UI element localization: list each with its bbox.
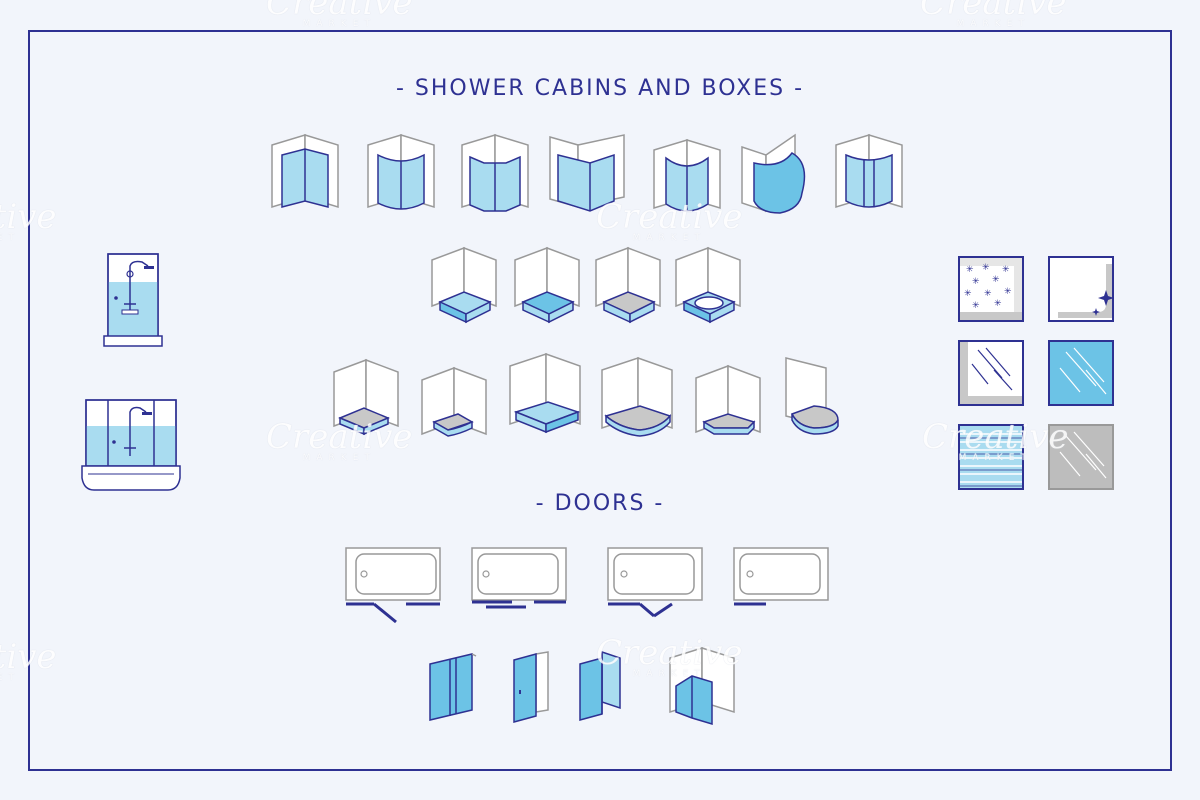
watermark-brand: Creative [920,0,1067,23]
pentagon-tray-icon [695,364,761,435]
bathtub-swing-door-icon [345,547,441,624]
frosted-star-glass-icon: ✳✳✳ ✳✳ ✳✳✳ ✳✳ [958,256,1024,322]
hinged-door-icon [513,651,549,723]
wide-cabin-icon [549,134,625,212]
svg-text:✳: ✳ [984,289,992,299]
watermark-sub: MARKET [0,233,20,243]
folding-door-icon [669,646,735,726]
round-tray-icon [785,357,839,435]
flat-tray-icon [595,246,661,324]
svg-text:✳: ✳ [992,275,1000,285]
square-deep-tray-icon [431,246,497,324]
grey-glass-icon [1048,424,1114,490]
watermark-sub: MARKET [632,233,706,243]
watermark-brand: Creative [0,637,57,677]
svg-text:✳: ✳ [1004,287,1012,297]
steam-shower-cabin-icon [103,253,163,347]
svg-text:✳: ✳ [1002,265,1010,275]
section-title-doors: - DOORS - [535,491,665,516]
sliding-door-icon [429,653,477,721]
watermark-brand: Creative [0,197,57,237]
curved-panel-cabin-icon [741,133,806,214]
svg-text:✳: ✳ [994,299,1002,309]
angled-cabin-icon [461,133,529,212]
round-drain-tray-icon [675,246,741,324]
square-low-tray-icon [421,366,487,437]
bathtub-fixed-panel-icon [733,547,829,606]
tinted-blue-glass-icon [1048,340,1114,406]
svg-text:✳: ✳ [966,265,974,275]
watermark-brand: Creative [596,197,743,237]
watermark-brand: Creative [266,417,413,457]
neo-angle-cabin-icon [835,133,903,209]
long-tray-icon [509,352,581,434]
watermark-sub: MARKET [302,453,376,463]
striped-glass-icon [958,424,1024,490]
watermark-brand: Creative [596,633,743,673]
watermark-sub: MARKET [632,669,706,679]
border-frame [28,30,1172,771]
corner-cabin-icon [271,133,339,209]
watermark-sub: MARKET [958,453,1032,463]
watermark-sub: MARKET [0,673,20,683]
bathtub-sliding-door-icon [471,547,567,609]
clear-glass-icon [958,340,1024,406]
svg-text:✳: ✳ [972,301,980,311]
watermark-sub: MARKET [302,19,376,29]
quadrant-tray-icon [601,356,673,437]
clear-sparkle-glass-icon [1048,256,1114,322]
rounded-cabin-icon [367,133,435,210]
watermark-brand: Creative [922,417,1069,457]
watermark-brand: Creative [266,0,413,23]
rect-low-tray-icon [333,358,399,436]
watermark-sub: MARKET [956,19,1030,29]
section-title-cabins: - SHOWER CABINS AND BOXES - [395,76,805,101]
shower-bath-cabin-icon [81,399,181,491]
quadrant-cabin-icon [653,138,721,212]
corner-door-icon [579,650,621,721]
svg-text:✳: ✳ [982,263,990,273]
square-tray-icon [514,246,580,324]
svg-text:✳: ✳ [972,277,980,287]
svg-text:✳: ✳ [964,289,972,299]
bathtub-bifold-door-icon [607,547,703,618]
